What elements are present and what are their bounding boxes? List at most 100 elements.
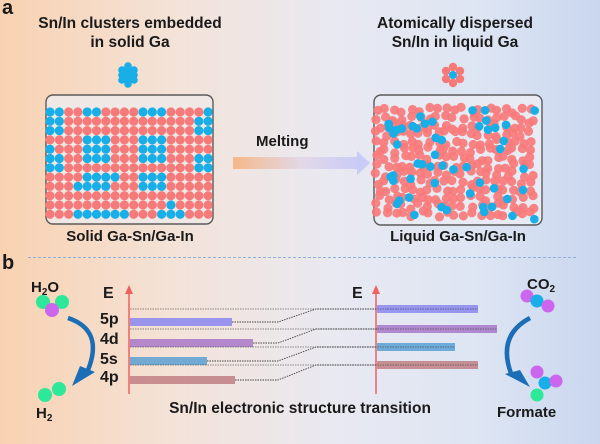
ga-atom (441, 74, 451, 84)
carbon-atom (530, 294, 544, 308)
solid-lattice (45, 107, 213, 219)
energy-levels (125, 285, 497, 394)
ga-atom (379, 144, 389, 154)
ga-atom (64, 116, 74, 126)
ga-atom (54, 144, 64, 154)
ga-atom (458, 211, 468, 221)
sn-in-atom (203, 126, 213, 136)
melting-label: Melting (256, 133, 309, 150)
ga-atom (184, 116, 195, 126)
sn-in-atom (45, 163, 55, 173)
ga-atom (91, 200, 102, 210)
ga-atom (157, 191, 167, 201)
sn-in-atom (45, 144, 55, 154)
ga-atom (472, 130, 482, 141)
sn-in-atom (91, 153, 102, 164)
ga-atom (203, 191, 213, 201)
ga-atom (448, 194, 459, 204)
ga-atom (372, 159, 382, 169)
ga-atom (73, 126, 83, 136)
ga-atom (423, 142, 433, 152)
sn-in-atom (157, 181, 167, 191)
ga-atom (166, 107, 176, 117)
sn-in-atom (73, 209, 83, 219)
panel-divider (28, 257, 576, 258)
reaction-arrow-right (504, 316, 532, 377)
ga-atom (147, 163, 157, 173)
sn-in-atom (82, 107, 92, 117)
ga-atom (166, 135, 176, 145)
ga-atom (119, 163, 129, 173)
sn-in-atom (487, 202, 497, 212)
ga-atom (456, 102, 466, 112)
ga-atom (147, 200, 157, 210)
sn-in-atom (508, 211, 517, 221)
sn-in-atom (101, 135, 111, 145)
carbon-atom (538, 376, 552, 390)
sn-in-atom (157, 209, 167, 219)
ga-atom (45, 209, 55, 219)
sn-in-atom (416, 112, 425, 121)
co2-label: CO2 (527, 276, 555, 295)
sn-in-atom (110, 172, 120, 182)
sn-in-atom (194, 163, 204, 173)
sn-in-atom (530, 106, 539, 115)
ga-atom (54, 172, 64, 182)
ga-atom (524, 118, 534, 128)
ga-atom (110, 200, 120, 210)
ga-atom (166, 172, 176, 182)
ga-atom (525, 207, 535, 217)
reaction-arrowhead-left (72, 366, 95, 386)
ga-atom (408, 184, 418, 195)
ga-atom (384, 162, 394, 172)
ga-atom (138, 191, 148, 201)
sn-in-atom (147, 107, 157, 117)
ga-atom (101, 163, 111, 173)
ga-atom (517, 209, 527, 219)
ga-atom (119, 191, 129, 201)
ga-atom (129, 144, 139, 154)
ga-atom (166, 191, 176, 201)
sn-in-atom (138, 107, 148, 117)
orbital-bar-left-4p (130, 376, 235, 384)
orbital-connector-4d (253, 328, 377, 344)
ga-atom (499, 111, 509, 122)
ga-atom (448, 62, 458, 72)
sn-in-atom (91, 107, 102, 117)
sn-in-atom (54, 107, 64, 117)
sn-in-atom (194, 126, 204, 136)
sn-in-atom (91, 135, 102, 145)
sn-in-atom (449, 71, 457, 79)
ga-atom (458, 177, 468, 187)
ga-atom (194, 191, 204, 201)
ga-atom (157, 126, 167, 136)
ga-atom (82, 191, 92, 201)
ga-atom (407, 111, 417, 122)
sn-in-atom (406, 174, 415, 184)
ga-atom (184, 153, 195, 164)
hydrogen-atom (38, 388, 52, 402)
ga-atom (45, 172, 55, 182)
ga-atom (110, 181, 120, 191)
ga-atom (73, 172, 83, 182)
ga-atom (516, 114, 526, 125)
sn-in-atom (384, 119, 393, 129)
ga-atom (129, 126, 139, 136)
ga-atom (82, 200, 92, 210)
oxygen-atom (541, 299, 555, 313)
ga-atom (166, 181, 176, 191)
sn-in-atom (157, 144, 167, 154)
ga-atom (147, 116, 157, 126)
sn-in-atom (503, 194, 512, 204)
ga-atom (457, 127, 468, 137)
ga-atom (381, 112, 391, 122)
sn-in-atom (110, 209, 120, 219)
ga-atom (498, 151, 508, 161)
ga-atom (119, 144, 129, 154)
sn-in-atom (483, 125, 493, 134)
ga-atom (448, 186, 458, 196)
sn-in-atom (138, 181, 148, 191)
ga-atom (175, 126, 185, 136)
ga-atom (184, 107, 195, 117)
